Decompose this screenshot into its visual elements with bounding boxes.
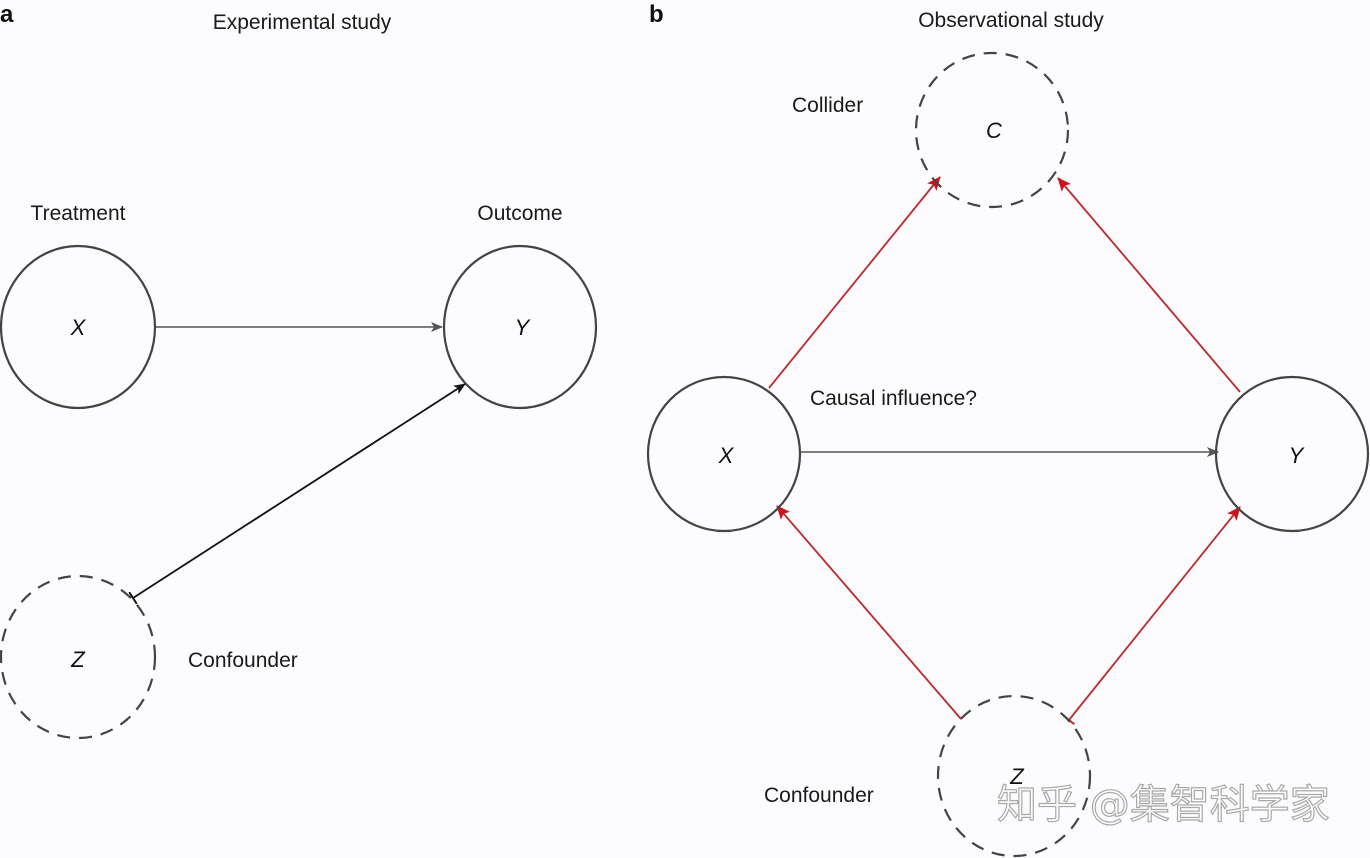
panel-a-edge-z-to-y <box>128 383 466 605</box>
panel-b-node-y: Y <box>1214 375 1370 533</box>
panel-b-node-z-symbol: Z <box>1009 764 1025 789</box>
panel-b-node-c: C <box>914 51 1070 209</box>
panel-a-node-z: Z <box>0 574 157 740</box>
panel-a-outcome-label: Outcome <box>477 202 562 225</box>
panel-a-node-y-symbol: Y <box>515 315 531 340</box>
panel-b-title: Observational study <box>918 9 1104 32</box>
panel-b-node-c-symbol: C <box>986 118 1002 143</box>
panel-b-letter: b <box>649 1 664 28</box>
panel-b-causal-influence-label: Causal influence? <box>810 387 977 410</box>
panel-b-edge-z-to-x <box>776 505 962 720</box>
panel-b-edge-z-to-y <box>1062 506 1241 726</box>
panel-b-collider-label: Collider <box>792 94 863 117</box>
watermark: 知乎 @集智科学家 <box>997 782 1330 828</box>
panel-a-node-x: X <box>0 244 157 410</box>
panel-a-title: Experimental study <box>213 11 392 34</box>
panel-a-treatment-label: Treatment <box>31 202 126 225</box>
panel-a-node-x-symbol: X <box>70 315 87 340</box>
panel-b-edge-y-to-c <box>1057 177 1241 393</box>
panel-a-letter: a <box>0 1 14 28</box>
panel-b-node-z: Z <box>936 694 1092 858</box>
panel-a-node-y: Y <box>442 244 598 410</box>
panel-b-node-x: X <box>646 375 802 533</box>
panel-b-node-y-symbol: Y <box>1289 443 1305 468</box>
panel-a: a Experimental study Treatment Outcome C… <box>0 1 598 740</box>
panel-b-edge-x-to-c <box>768 176 941 389</box>
panel-b: b Observational study Collider Causal in… <box>646 1 1370 858</box>
panel-b-confounder-label: Confounder <box>764 784 874 807</box>
panel-a-node-z-symbol: Z <box>70 647 86 672</box>
panel-a-confounder-label: Confounder <box>188 649 298 672</box>
panel-b-node-x-symbol: X <box>718 443 735 468</box>
